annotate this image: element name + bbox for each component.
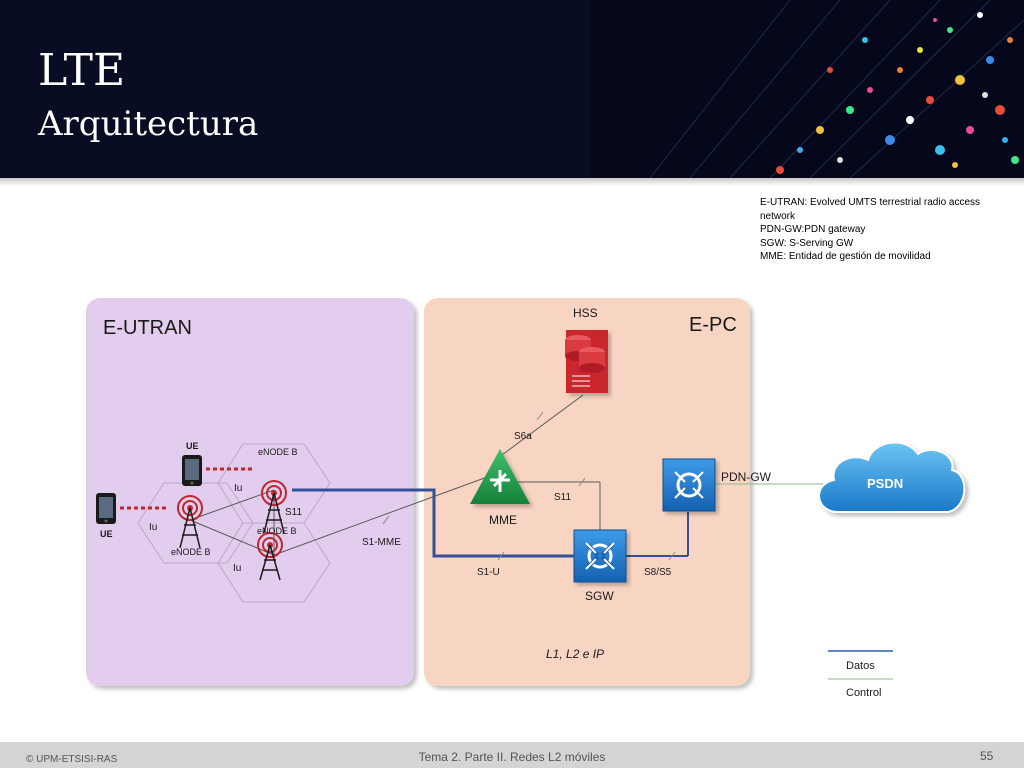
hss-label: HSS: [573, 306, 598, 320]
enodeb-antenna-icon: [261, 480, 287, 534]
slide-header: LTE Arquitectura: [0, 0, 1024, 178]
ue-phone-icon: [182, 455, 202, 486]
iu-link: [189, 489, 275, 521]
s11-label: S11: [285, 507, 302, 518]
enodeb-antenna-icon: [257, 532, 283, 581]
iu-label: Iu: [234, 483, 242, 494]
legend-data-label: Datos: [846, 660, 875, 672]
layers-label: L1, L2 e IP: [546, 647, 604, 661]
glossary-line: PDN-GW:PDN gateway: [760, 224, 866, 236]
glossary-line: E-UTRAN: Evolved UMTS terrestrial radio …: [760, 197, 981, 208]
sgw-router-icon: [573, 529, 627, 583]
cell-hexagon: [217, 522, 331, 603]
mme-icon: [470, 449, 530, 504]
mme-label: MME: [489, 513, 517, 527]
page-subtitle: Arquitectura: [38, 104, 259, 144]
hss-database-icon: [565, 330, 608, 393]
cell-hexagon: [137, 482, 254, 564]
page-number: 55: [980, 749, 994, 763]
enodeb-label: eNODE B: [258, 447, 298, 457]
psdn-cloud-icon: [818, 441, 966, 513]
s6a-link: [501, 394, 584, 456]
page-title: LTE: [38, 45, 126, 96]
radio-cells: [137, 443, 331, 603]
s8-s5-label: S8/S5: [644, 567, 672, 578]
s6a-label: S6a: [514, 431, 532, 442]
sgw-label: SGW: [585, 589, 614, 603]
enodeb-label: eNODE B: [171, 547, 211, 557]
interface-ticks: [382, 411, 676, 561]
ue-label: UE: [186, 441, 199, 451]
enodeb-label: eNODE B: [257, 526, 297, 536]
slide-footer: [0, 742, 1024, 768]
psdn-label: PSDN: [867, 476, 903, 491]
iu-label: Iu: [233, 563, 241, 574]
footer-course: Tema 2. Parte II. Redes L2 móviles: [418, 750, 606, 764]
s1-u-data-path: [292, 488, 575, 558]
enodeb-antenna-icon: [177, 495, 203, 549]
s1-u-label: S1-U: [477, 567, 500, 578]
fiber-optics-image: [590, 0, 1024, 178]
iu-label: Iu: [149, 522, 157, 533]
glossary-line: network: [760, 210, 796, 222]
pdn-gw-router-icon: [662, 458, 716, 512]
s1-mme-label: S1-MME: [362, 537, 401, 548]
s11-label: S11: [554, 492, 571, 503]
glossary: E-UTRAN: Evolved UMTS terrestrial radio …: [760, 196, 1000, 264]
line-legend: Datos Control: [828, 650, 893, 699]
ue-label: UE: [100, 529, 113, 539]
header-shadow: [0, 178, 1024, 186]
eutran-label: E-UTRAN: [103, 317, 192, 339]
s1-mme-link: [273, 475, 491, 556]
glossary-line: MME: Entidad de gestión de movilidad: [760, 251, 931, 263]
epc-label: E-PC: [689, 314, 737, 336]
ue-phone-icon: [96, 493, 116, 524]
epc-panel: [424, 298, 750, 686]
iu-link: [189, 519, 275, 556]
glossary-line: SGW: S-Serving GW: [760, 237, 854, 249]
legend-control-label: Control: [846, 687, 881, 699]
footer-copyright: © UPM-ETSISI-RAS: [26, 754, 118, 765]
eutran-panel: [86, 298, 414, 686]
pdn-gw-label: PDN-GW: [721, 470, 772, 484]
